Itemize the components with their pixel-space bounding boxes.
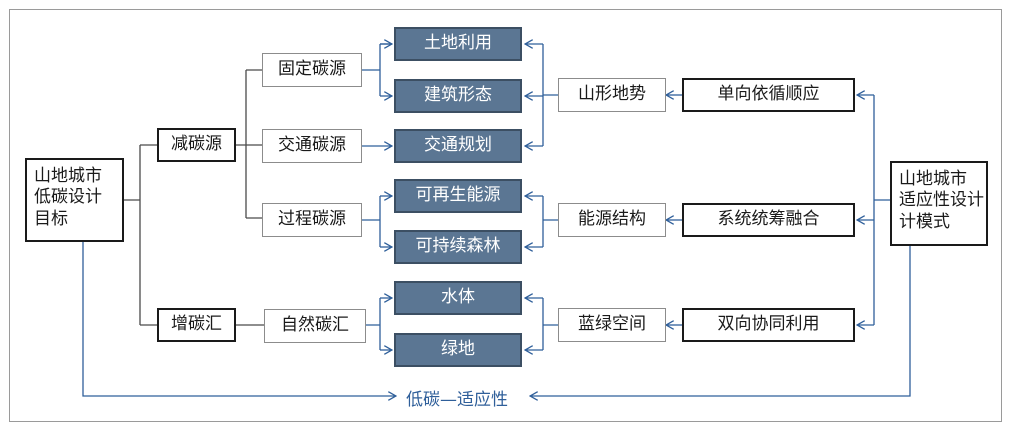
low-carbon-adaptability-label: 低碳—适应性 — [402, 385, 512, 410]
one-way-follow-box: 单向依循顺应 — [682, 78, 855, 112]
increase-carbon-sink-box: 增碳汇 — [157, 308, 236, 342]
sustainable-forest-box: 可持续森林 — [394, 230, 522, 264]
terrain-box: 山形地势 — [558, 78, 666, 112]
water-body-box: 水体 — [394, 281, 522, 315]
traffic-planning-box: 交通规划 — [394, 129, 522, 163]
land-use-box: 土地利用 — [394, 27, 522, 61]
two-way-synergy-box: 双向协同利用 — [682, 308, 855, 342]
right-goal-box: 山地城市 适应性设计 计模式 — [890, 161, 988, 246]
diagram-frame — [9, 9, 1002, 422]
natural-carbon-sink-box: 自然碳汇 — [264, 309, 366, 343]
system-integration-box: 系统统筹融合 — [682, 203, 855, 237]
blue-green-space-box: 蓝绿空间 — [558, 308, 666, 342]
traffic-carbon-source-box: 交通碳源 — [262, 129, 362, 163]
energy-structure-box: 能源结构 — [558, 203, 666, 237]
reduce-carbon-source-box: 减碳源 — [157, 128, 236, 162]
renewable-energy-box: 可再生能源 — [394, 179, 522, 213]
left-goal-box: 山地城市 低碳设计 目标 — [25, 158, 124, 242]
green-space-box: 绿地 — [394, 333, 522, 367]
fixed-carbon-source-box: 固定碳源 — [262, 53, 362, 87]
process-carbon-source-box: 过程碳源 — [262, 203, 362, 237]
building-form-box: 建筑形态 — [394, 79, 522, 113]
